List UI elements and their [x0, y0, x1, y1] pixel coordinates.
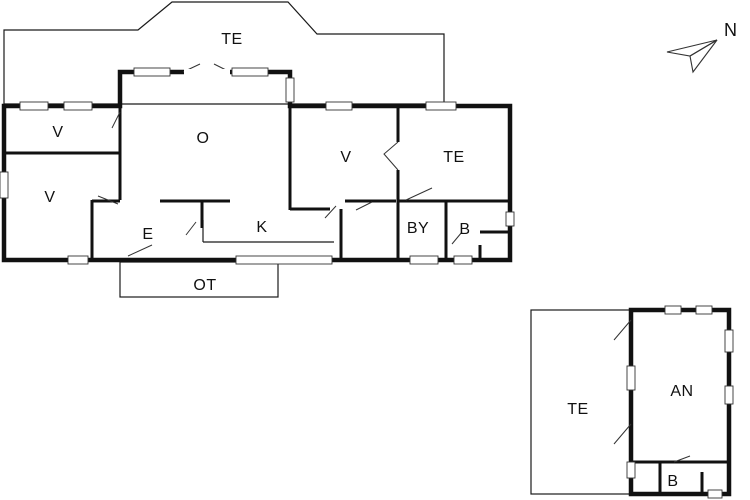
window — [425, 101, 457, 111]
door — [127, 244, 153, 257]
room-label-bedroom: V — [340, 149, 351, 166]
window — [724, 329, 734, 353]
room-label-bedroom: V — [44, 189, 55, 206]
door — [185, 221, 197, 236]
window — [707, 489, 723, 499]
window — [67, 255, 89, 265]
window — [325, 101, 353, 111]
window — [724, 385, 734, 405]
window — [231, 67, 269, 77]
room-label-annex: AN — [670, 383, 693, 400]
door — [324, 205, 337, 219]
room-label-entrance: E — [142, 226, 153, 243]
window — [0, 171, 9, 199]
window — [695, 305, 713, 315]
room-label-living-room: O — [197, 130, 210, 147]
window — [285, 77, 295, 103]
window — [133, 67, 171, 77]
window — [626, 365, 636, 391]
window — [19, 101, 49, 111]
room-label-terrace: TE — [567, 401, 588, 418]
annex-exterior-wall — [628, 307, 732, 497]
door — [111, 111, 121, 129]
window — [453, 255, 473, 265]
room-label-bathroom: B — [459, 221, 470, 238]
window — [664, 305, 682, 315]
north-label: N — [724, 20, 737, 40]
door — [405, 187, 433, 201]
room-label-terrace: TE — [443, 149, 464, 166]
top-terrace-outline — [3, 1, 445, 105]
window — [63, 101, 93, 111]
door — [673, 455, 691, 463]
north-arrow-icon — [666, 39, 718, 74]
door — [97, 195, 119, 205]
room-label-terrace: TE — [221, 31, 242, 48]
door — [355, 201, 373, 211]
room-label-bathroom: B — [667, 473, 678, 490]
door — [383, 141, 399, 171]
room-label-kitchen: K — [256, 219, 267, 236]
door — [451, 231, 463, 245]
door-opening — [184, 69, 230, 75]
window — [409, 255, 439, 265]
window — [505, 211, 515, 227]
window — [235, 255, 333, 265]
room-label-utility: BY — [407, 220, 429, 237]
room-label-porch: OT — [193, 277, 216, 294]
window — [626, 461, 636, 479]
door — [613, 319, 632, 341]
door — [613, 423, 632, 445]
room-label-bedroom: V — [52, 124, 63, 141]
